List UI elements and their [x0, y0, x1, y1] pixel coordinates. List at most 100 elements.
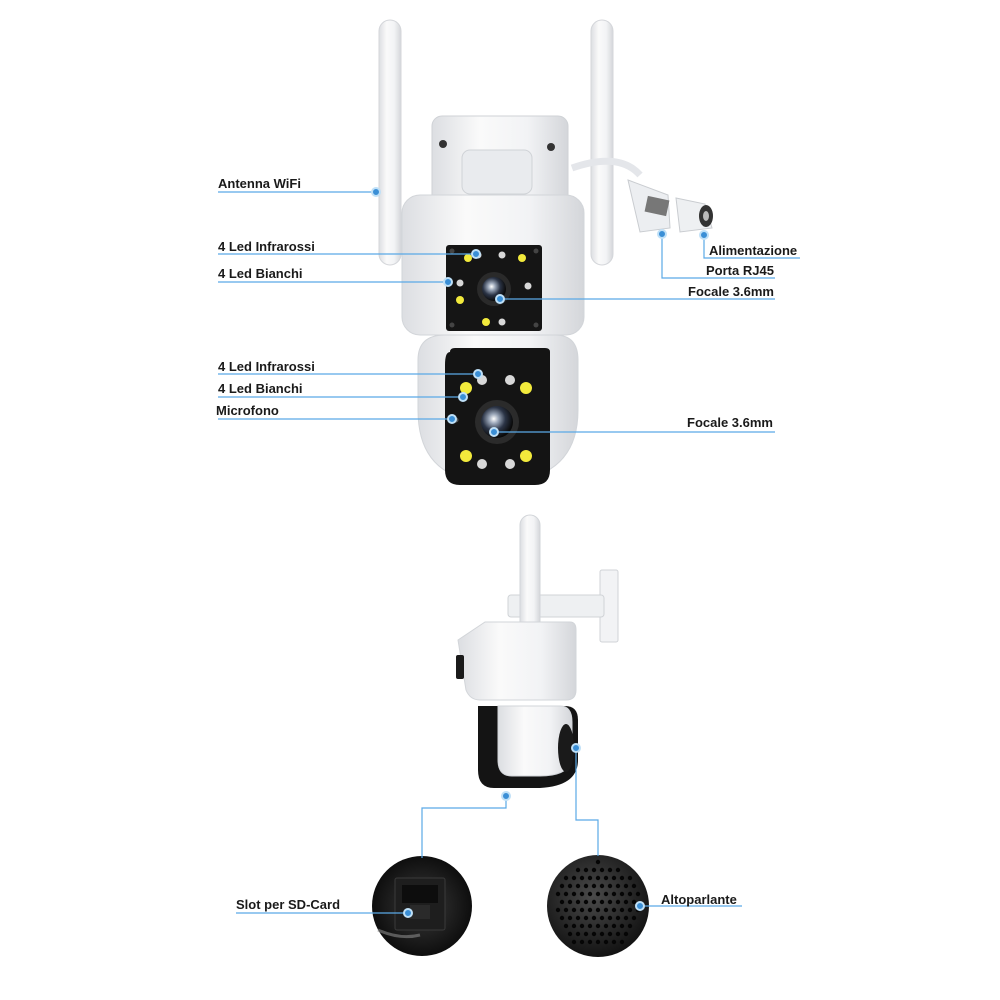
speaker-hole — [595, 923, 601, 929]
speaker-hole — [579, 907, 585, 913]
speaker-hole — [571, 891, 577, 897]
speaker-hole — [619, 907, 625, 913]
speaker-hole — [615, 867, 621, 873]
rj45-connector — [627, 179, 671, 233]
label-bottom-ir-leds: 4 Led Infrarossi — [218, 359, 315, 374]
dot-microphone — [447, 414, 457, 424]
speaker-hole — [623, 931, 629, 937]
speaker-hole — [603, 875, 609, 881]
speaker-hole — [571, 923, 577, 929]
bottom-ir-leds — [477, 375, 515, 469]
label-rj45-port: Porta RJ45 — [706, 263, 774, 278]
speaker-hole — [615, 931, 621, 937]
sd-card-closeup — [372, 856, 472, 956]
speaker-hole — [555, 907, 561, 913]
callout-line-speaker — [575, 748, 599, 856]
callout-dots — [371, 187, 709, 918]
speaker-hole — [607, 867, 613, 873]
speaker-hole — [591, 867, 597, 873]
speaker-hole — [599, 883, 605, 889]
speaker-hole — [619, 939, 625, 945]
speaker-hole — [615, 899, 621, 905]
speaker-hole — [595, 875, 601, 881]
speaker-hole — [599, 867, 605, 873]
speaker-hole — [587, 891, 593, 897]
speaker-closeup — [547, 855, 649, 957]
label-bottom-white-leds: 4 Led Bianchi — [218, 381, 303, 396]
dot-antenna — [371, 187, 381, 197]
callout-lines — [218, 191, 800, 914]
speaker-hole — [619, 923, 625, 929]
speaker-hole — [615, 883, 621, 889]
speaker-hole — [619, 891, 625, 897]
speaker-hole — [575, 867, 581, 873]
speaker-hole — [623, 899, 629, 905]
speaker-hole — [555, 891, 561, 897]
speaker-hole — [599, 915, 605, 921]
speaker-hole — [587, 923, 593, 929]
speaker-hole — [603, 891, 609, 897]
dot-bottom-focal — [489, 427, 499, 437]
speaker-hole — [595, 891, 601, 897]
speaker-hole — [611, 923, 617, 929]
speaker-hole — [559, 883, 565, 889]
dot-power — [699, 230, 709, 240]
speaker-hole — [583, 899, 589, 905]
speaker-hole — [567, 931, 573, 937]
speaker-hole — [559, 899, 565, 905]
speaker-hole — [603, 923, 609, 929]
speaker-hole — [583, 931, 589, 937]
speaker-hole — [579, 891, 585, 897]
speaker-hole — [567, 883, 573, 889]
speaker-hole — [583, 883, 589, 889]
speaker-hole — [635, 891, 641, 897]
speaker-hole — [575, 899, 581, 905]
speaker-hole — [575, 915, 581, 921]
speaker-hole — [603, 939, 609, 945]
speaker-hole — [579, 875, 585, 881]
speaker-hole — [619, 875, 625, 881]
speaker-hole — [571, 907, 577, 913]
power-connector — [675, 197, 713, 233]
speaker-hole — [591, 915, 597, 921]
dot-top-ir — [471, 249, 481, 259]
callout-line-rj45 — [661, 234, 775, 279]
label-power: Alimentazione — [709, 243, 798, 258]
label-antenna-wifi: Antenna WiFi — [218, 176, 301, 191]
speaker-hole — [603, 907, 609, 913]
speaker-hole — [627, 891, 633, 897]
label-top-focal: Focale 3.6mm — [688, 284, 774, 299]
speaker-hole — [599, 931, 605, 937]
speaker-hole — [579, 923, 585, 929]
dot-top-white — [443, 277, 453, 287]
speaker-hole — [571, 939, 577, 945]
top-white-leds — [456, 254, 526, 326]
speaker-hole — [587, 939, 593, 945]
speaker-hole — [591, 899, 597, 905]
speaker-hole — [599, 899, 605, 905]
speaker-hole — [611, 891, 617, 897]
speaker-hole — [627, 923, 633, 929]
label-sd-slot: Slot per SD-Card — [236, 897, 341, 912]
dot-rj45 — [657, 229, 667, 239]
dot-sd — [501, 791, 511, 801]
speaker-hole — [559, 915, 565, 921]
speaker-hole — [583, 915, 589, 921]
front-view-camera — [378, 19, 713, 485]
speaker-hole — [563, 891, 569, 897]
speaker-hole — [595, 907, 601, 913]
speaker-hole — [611, 875, 617, 881]
speaker-hole — [615, 915, 621, 921]
side-view-camera — [456, 514, 619, 788]
dot-top-focal — [495, 294, 505, 304]
speaker-hole — [563, 907, 569, 913]
dot-sd-inset — [403, 908, 413, 918]
speaker-hole — [631, 899, 637, 905]
speaker-hole — [587, 907, 593, 913]
dot-speaker-inset — [635, 901, 645, 911]
speaker-hole — [611, 939, 617, 945]
dot-bottom-white — [458, 392, 468, 402]
speaker-hole — [563, 923, 569, 929]
speaker-hole — [611, 907, 617, 913]
